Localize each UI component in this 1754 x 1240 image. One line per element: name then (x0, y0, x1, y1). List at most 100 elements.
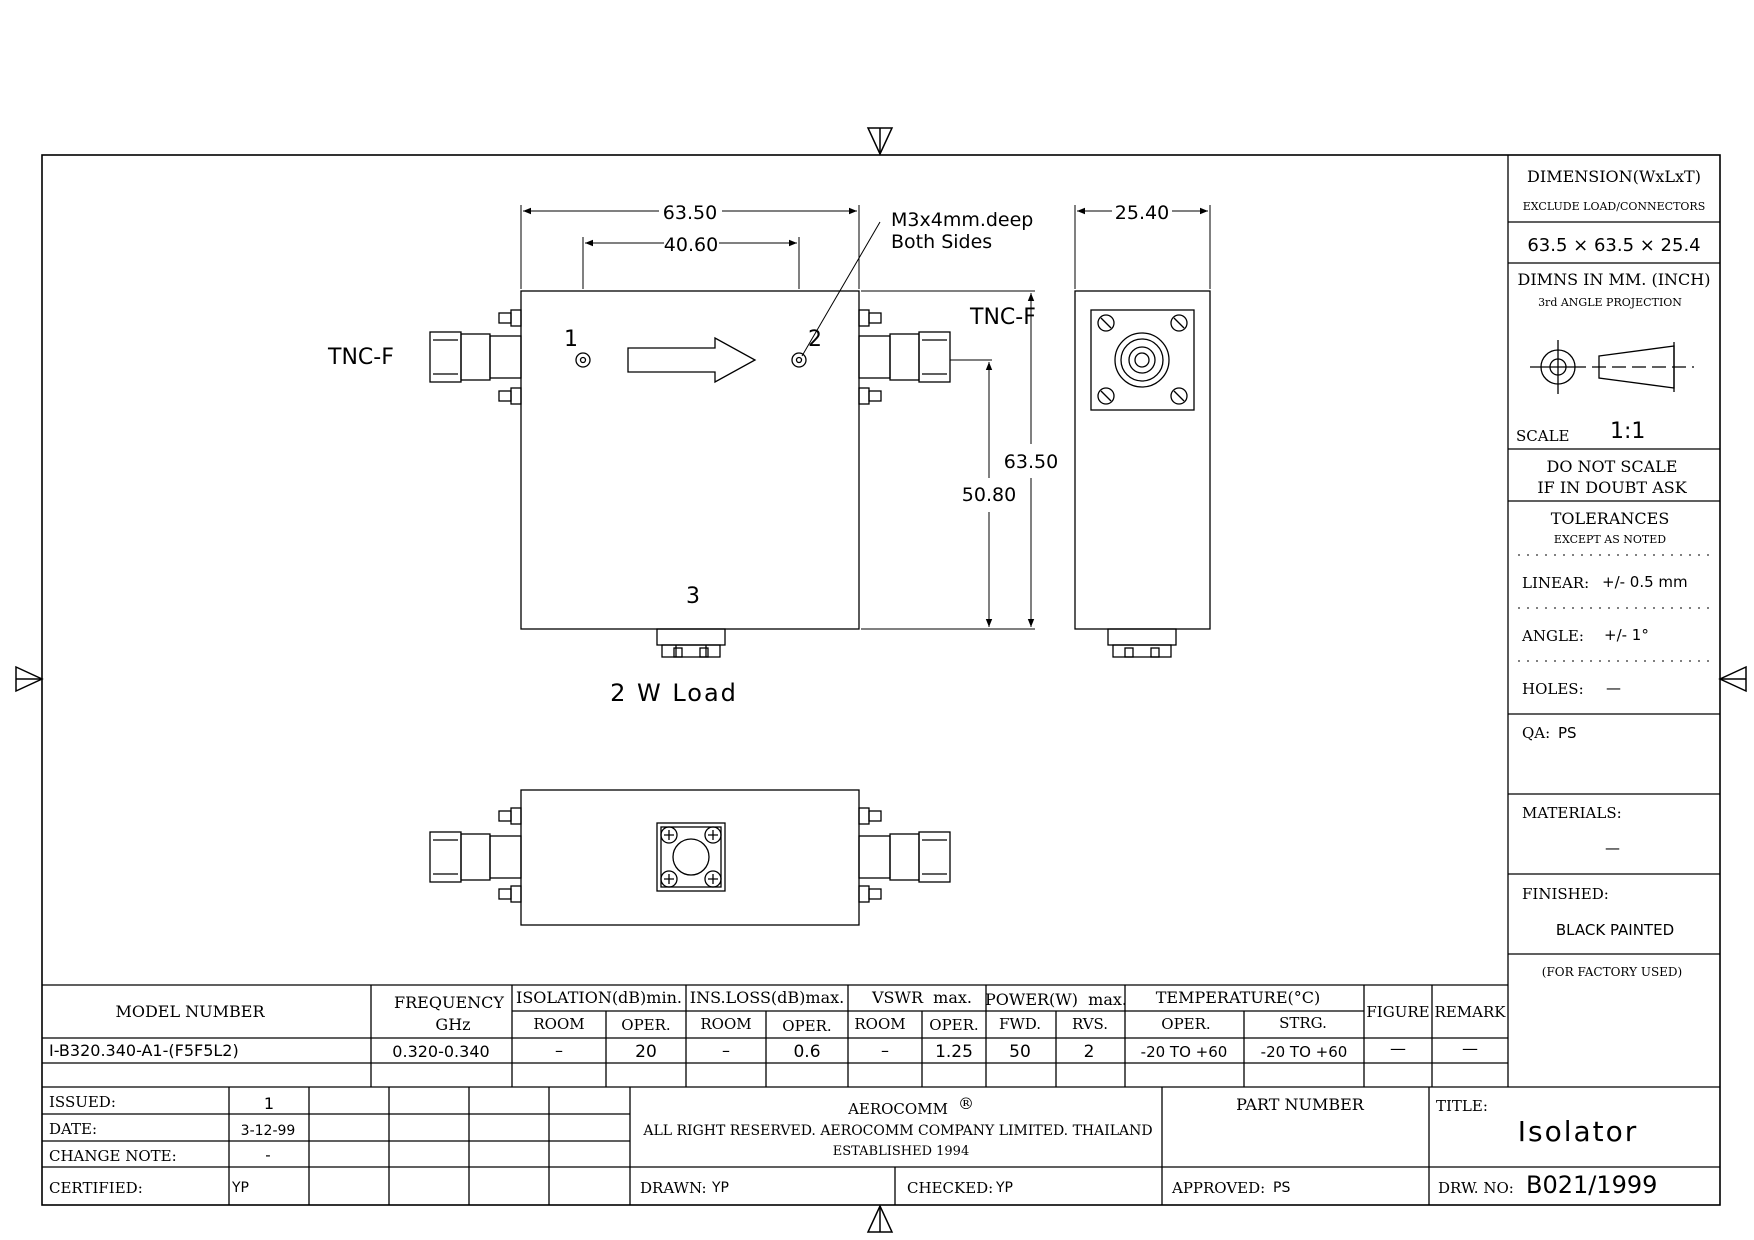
load-connector (656, 628, 726, 658)
subheader-isolation-oper: OPER. (621, 1016, 670, 1034)
issued-label: ISSUED: (49, 1093, 116, 1111)
approved-label: APPROVED: (1171, 1179, 1265, 1197)
load-label: 2 W Load (610, 679, 738, 707)
cell-figure: — (1390, 1039, 1406, 1058)
spec-table-header: MODEL NUMBER FREQUENCY GHz ISOLATION(dB)… (115, 988, 1506, 1035)
side-view (1074, 290, 1211, 658)
tolerances-subtitle: EXCEPT AS NOTED (1554, 533, 1666, 546)
cell-power-fwd: 50 (1009, 1042, 1031, 1062)
tolerance-dividers (1518, 554, 1712, 662)
port-3-label: 3 (686, 584, 700, 609)
subheader-temp-strg: STRG. (1279, 1014, 1327, 1032)
connector-left (429, 309, 522, 405)
bottom-connector-left (429, 807, 522, 903)
factory-note: (FOR FACTORY USED) (1542, 965, 1682, 979)
date-value: 3-12-99 (241, 1123, 296, 1139)
sidebar-text: DIMENSION(WxLxT) EXCLUDE LOAD/CONNECTORS… (1516, 167, 1710, 979)
holes-label: HOLES: (1522, 680, 1584, 698)
dimension-title: DIMENSION(WxLxT) (1527, 167, 1701, 186)
isolator-body-bottom (520, 789, 860, 926)
do-not-scale-line1: DO NOT SCALE (1547, 457, 1678, 476)
cell-model: I-B320.340-A1-(F5F5L2) (49, 1041, 239, 1060)
certified-value: YP (231, 1180, 249, 1196)
flange-screw-icon (1097, 387, 1115, 405)
scale-label: SCALE (1516, 427, 1570, 445)
header-vswr: VSWR max. (871, 988, 972, 1007)
dimension-subtitle: EXCLUDE LOAD/CONNECTORS (1523, 200, 1706, 213)
bottom-connector-right (858, 807, 951, 903)
spec-table-grid (42, 984, 1720, 1088)
cross-screw-icon (660, 870, 678, 888)
note-thread-label: M3x4mm.deep (891, 209, 1033, 231)
projection-label: 3rd ANGLE PROJECTION (1538, 296, 1682, 309)
cell-power-rvs: 2 (1084, 1042, 1095, 1062)
direction-arrow-icon (627, 336, 757, 384)
flange-screw-icon (1170, 387, 1188, 405)
connector-flange (1090, 309, 1195, 411)
dim-thickness-label: 25.40 (1115, 202, 1169, 224)
header-ins-loss: INS.LOSS(dB)max. (690, 988, 844, 1007)
cell-vswr-oper: 1.25 (935, 1042, 973, 1062)
company-name: AEROCOMM (847, 1100, 948, 1118)
materials-value: — (1605, 839, 1620, 857)
top-view-dimensions (520, 205, 1035, 630)
drw-no-label: DRW. NO: (1438, 1179, 1514, 1197)
sidebar (1507, 155, 1720, 1087)
side-view-dimensions (1074, 205, 1211, 289)
drawing-title: Isolator (1518, 1115, 1639, 1148)
drw-no-value: B021/1999 (1526, 1171, 1657, 1199)
part-number-label: PART NUMBER (1236, 1095, 1365, 1114)
table-row: I-B320.340-A1-(F5F5L2) 0.320-0.340 – 20 … (49, 1039, 1478, 1062)
issued-value: 1 (264, 1094, 274, 1113)
subheader-vswr-oper: OPER. (929, 1016, 978, 1034)
load-port-circle (672, 838, 710, 876)
angle-value: +/- 1° (1604, 626, 1649, 644)
header-frequency: FREQUENCY (394, 993, 504, 1012)
cell-isolation-room: – (555, 1041, 563, 1060)
drawn-value: YP (711, 1180, 729, 1196)
title-label: TITLE: (1436, 1097, 1488, 1115)
cell-insloss-room: – (722, 1041, 730, 1060)
connector-right (858, 309, 951, 405)
cross-screw-icon (660, 826, 678, 844)
scale-value: 1:1 (1610, 419, 1645, 444)
header-isolation: ISOLATION(dB)min. (516, 988, 682, 1007)
connector-right-label: TNC-F (969, 305, 1036, 330)
dim-height-label: 63.50 (1004, 451, 1058, 473)
top-view-labels: 63.50 40.60 M3x4mm.deep Both Sides TNC-F… (327, 202, 1058, 707)
cross-screw-icon (704, 870, 722, 888)
connector-left-label: TNC-F (327, 345, 394, 370)
cell-temp-oper: -20 TO +60 (1141, 1043, 1228, 1061)
subheader-isolation-room: ROOM (533, 1015, 584, 1033)
linear-label: LINEAR: (1522, 574, 1589, 592)
linear-value: +/- 0.5 mm (1602, 573, 1688, 591)
note-leader-line (801, 221, 881, 357)
flange-screw-icon (1170, 314, 1188, 332)
angle-label: ANGLE: (1521, 627, 1584, 645)
cross-screw-icon (704, 826, 722, 844)
registered-mark: ® (958, 1094, 974, 1113)
top-view (429, 290, 951, 658)
qa-label: QA: (1522, 724, 1550, 742)
cell-frequency: 0.320-0.340 (392, 1042, 489, 1061)
certified-label: CERTIFIED: (49, 1179, 143, 1197)
change-note-value: - (265, 1146, 270, 1164)
subheader-temp-oper: OPER. (1161, 1015, 1210, 1033)
cell-isolation-oper: 20 (635, 1042, 657, 1062)
note-sides-label: Both Sides (891, 231, 992, 253)
rights-line: ALL RIGHT RESERVED. AEROCOMM COMPANY LIM… (642, 1123, 1152, 1139)
dim-hole-spacing-label: 40.60 (664, 234, 718, 256)
header-power: POWER(W) max. (985, 990, 1127, 1009)
checked-label: CHECKED: (907, 1179, 993, 1197)
centering-marks (15, 127, 1747, 1233)
title-block-grid (42, 1087, 1720, 1205)
dimns-title: DIMNS IN MM. (INCH) (1518, 270, 1711, 289)
side-load-connector (1107, 628, 1177, 658)
header-model-number: MODEL NUMBER (115, 1002, 265, 1021)
mounting-hole-2 (791, 352, 807, 368)
title-block-text: ISSUED: 1 DATE: 3-12-99 CHANGE NOTE: - C… (49, 1093, 1657, 1199)
drawn-label: DRAWN: (640, 1179, 707, 1197)
mounting-hole-1 (575, 352, 591, 368)
tolerances-title: TOLERANCES (1551, 509, 1670, 528)
